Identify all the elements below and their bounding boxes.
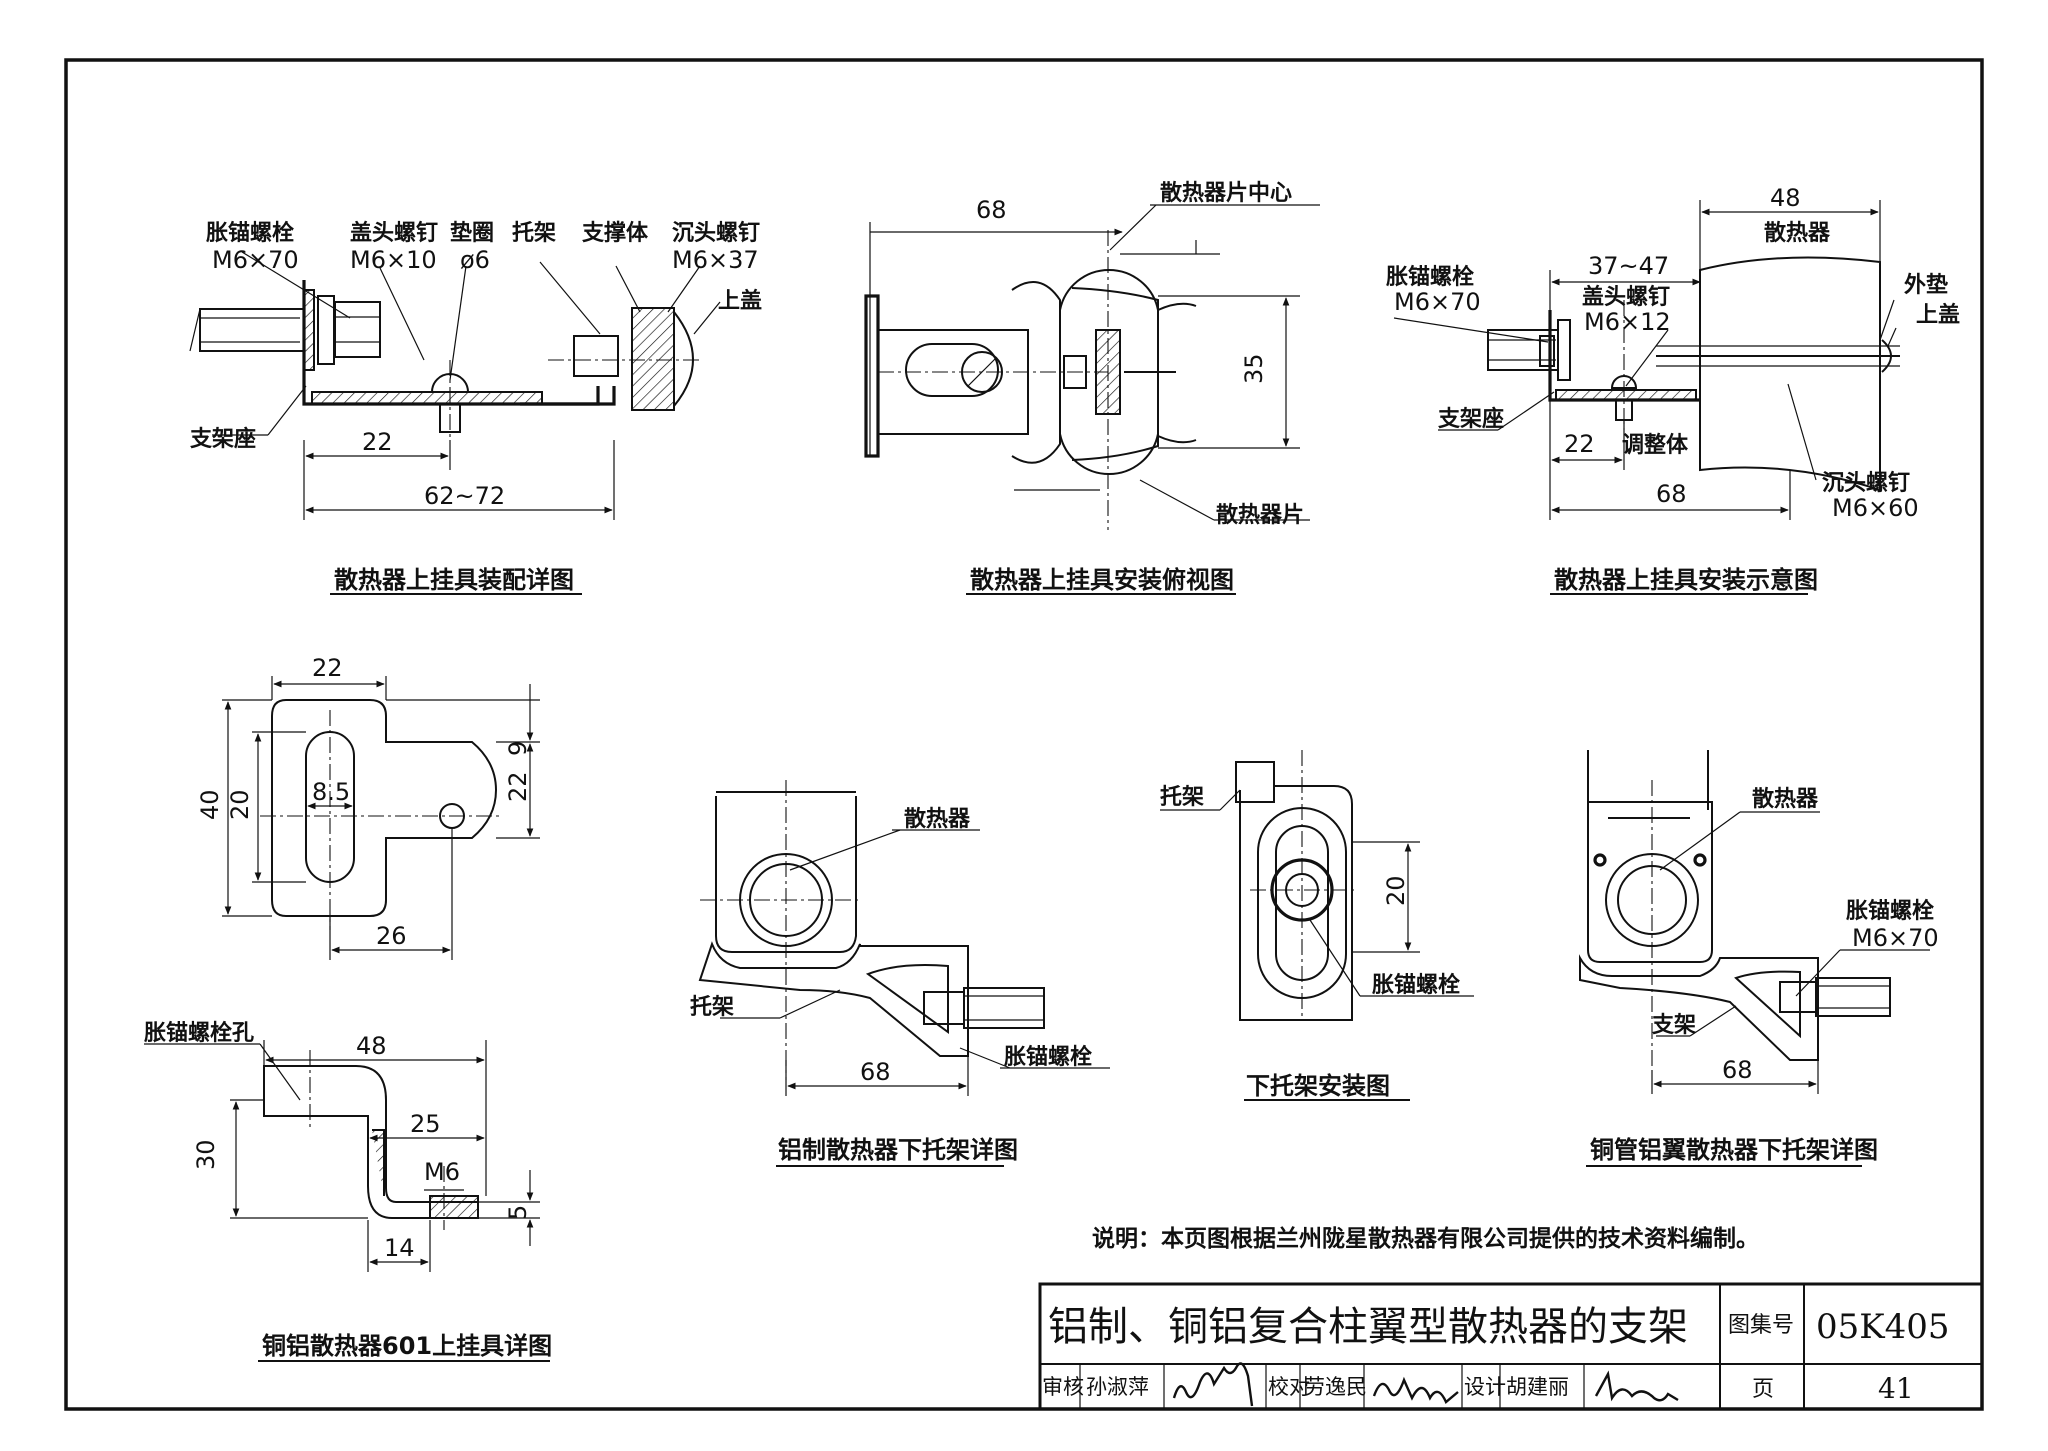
install-schematic-drawing	[1393, 200, 1900, 595]
note-text: 说明：本页图根据兰州陇星散热器有限公司提供的技术资料编制。	[1092, 1225, 1759, 1252]
label-anchor-bolt-3: 胀锚螺栓	[1386, 264, 1474, 290]
caption-install-top-view: 散热器上挂具安装俯视图	[970, 566, 1234, 594]
label-radiator-6: 散热器	[904, 806, 971, 832]
dim-8-5: 8.5	[312, 778, 350, 806]
review-label: 审核	[1042, 1375, 1084, 1399]
sheet-border	[64, 58, 1984, 1411]
dim-20-7: 20	[1382, 875, 1410, 906]
design-label: 设计	[1464, 1375, 1506, 1399]
label-support-8: 支架	[1652, 1012, 1696, 1038]
check-label: 校对	[1268, 1375, 1310, 1399]
label-m6x70-8: M6×70	[1852, 924, 1939, 952]
checker-name: 劳逸民	[1304, 1375, 1367, 1399]
caption-cu-al-601-upper: 铜铝散热器601上挂具详图	[262, 1332, 552, 1360]
dim-48-3: 48	[1770, 184, 1801, 212]
designer-signature	[1594, 1370, 1679, 1402]
label-bracket-1: 托架	[512, 220, 556, 246]
label-radiator-8: 散热器	[1752, 786, 1819, 812]
dim-68-2: 68	[976, 196, 1007, 224]
label-bracket-seat-1: 支架座	[190, 426, 256, 452]
label-anchor-bolt-7: 胀锚螺栓	[1372, 972, 1460, 998]
lower-bracket-install-drawing	[1160, 750, 1474, 1101]
label-bracket-seat-3: 支架座	[1438, 406, 1504, 432]
dim-68-3: 68	[1656, 480, 1687, 508]
label-m6x70-3: M6×70	[1394, 288, 1481, 316]
atlas-number: 05K405	[1816, 1307, 1950, 1347]
caption-alu-lower-bracket: 铝制散热器下托架详图	[778, 1136, 1018, 1164]
page-number: 41	[1878, 1372, 1914, 1405]
caption-lower-bracket-install: 下托架安装图	[1246, 1072, 1390, 1100]
label-anchor-bolt-hole: 胀锚螺栓孔	[144, 1020, 254, 1046]
label-radiator-fin-center: 散热器片中心	[1160, 180, 1292, 206]
dim-40: 40	[196, 789, 224, 820]
dim-48-5: 48	[356, 1032, 387, 1060]
label-countersunk-screw-1: 沉头螺钉	[672, 220, 760, 246]
install-top-view-drawing	[864, 204, 1320, 595]
reviewer-name: 孙淑萍	[1086, 1375, 1149, 1399]
dim-37-47: 37~47	[1588, 252, 1669, 280]
label-m6x12: M6×12	[1584, 308, 1671, 336]
label-radiator-3: 散热器	[1764, 220, 1831, 246]
title-text: 铝制、铜铝复合柱翼型散热器的支架	[1048, 1304, 1688, 1350]
caption-cu-al-lower-bracket: 铜管铝翼散热器下托架详图	[1590, 1136, 1878, 1164]
label-adjuster: 调整体	[1622, 432, 1689, 458]
caption-install-schematic: 散热器上挂具安装示意图	[1554, 566, 1818, 594]
cu-al-lower-bracket-drawing	[1579, 750, 1930, 1167]
caption-assembly-detail: 散热器上挂具装配详图	[334, 566, 574, 594]
alu-lower-bracket-drawing	[698, 780, 1110, 1167]
label-m6x10: M6×10	[350, 246, 437, 274]
label-m6: M6	[424, 1158, 460, 1186]
assembly-detail-drawing	[189, 251, 721, 595]
dim-26: 26	[376, 922, 407, 950]
reviewer-signature	[1172, 1362, 1254, 1407]
dim-5: 5	[504, 1205, 532, 1220]
label-bracket-6: 托架	[690, 994, 734, 1020]
label-anchor-bolt-8: 胀锚螺栓	[1846, 898, 1934, 924]
label-anchor-bolt-6: 胀锚螺栓	[1004, 1044, 1092, 1070]
title-block	[1038, 1282, 1984, 1411]
dim-68-8: 68	[1722, 1056, 1753, 1084]
dim-22-4: 22	[312, 654, 343, 682]
designer-name: 胡建丽	[1506, 1375, 1569, 1399]
atlas-label: 图集号	[1728, 1313, 1794, 1338]
dim-20-4: 20	[226, 789, 254, 820]
label-countersunk-screw-3: 沉头螺钉	[1822, 470, 1910, 496]
label-outer-pad: 外垫	[1904, 272, 1948, 298]
dim-62-72: 62~72	[424, 482, 505, 510]
dim-30: 30	[192, 1139, 220, 1170]
label-support-body: 支撑体	[582, 221, 649, 246]
label-washer: 垫圈	[450, 220, 494, 246]
dim-68-6: 68	[860, 1058, 891, 1086]
page-label: 页	[1752, 1377, 1774, 1402]
label-m6x37: M6×37	[672, 246, 759, 274]
dim-22-4b: 22	[504, 771, 532, 802]
label-m6x60: M6×60	[1832, 494, 1919, 522]
dim-9: 9	[504, 741, 532, 756]
label-top-cover-3: 上盖	[1916, 302, 1960, 328]
label-radiator-fin: 散热器片	[1216, 502, 1304, 528]
dim-25: 25	[410, 1110, 441, 1138]
dim-22-1: 22	[362, 428, 393, 456]
checker-signature	[1372, 1376, 1459, 1404]
label-cap-screw-1: 盖头螺钉	[350, 220, 438, 246]
label-bracket-7: 托架	[1160, 784, 1204, 810]
dim-35: 35	[1240, 353, 1268, 384]
dim-14: 14	[384, 1234, 415, 1262]
bracket-plan-drawing	[222, 676, 540, 960]
label-phi6: ø6	[460, 246, 490, 274]
label-top-cover-1: 上盖	[718, 288, 762, 314]
cu-al-601-upper-drawing	[144, 1040, 550, 1362]
label-cap-screw-3: 盖头螺钉	[1582, 284, 1670, 310]
dim-22-3: 22	[1564, 430, 1595, 458]
label-anchor-bolt-1: 胀锚螺栓	[206, 220, 294, 246]
label-m6x70-1: M6×70	[212, 246, 299, 274]
